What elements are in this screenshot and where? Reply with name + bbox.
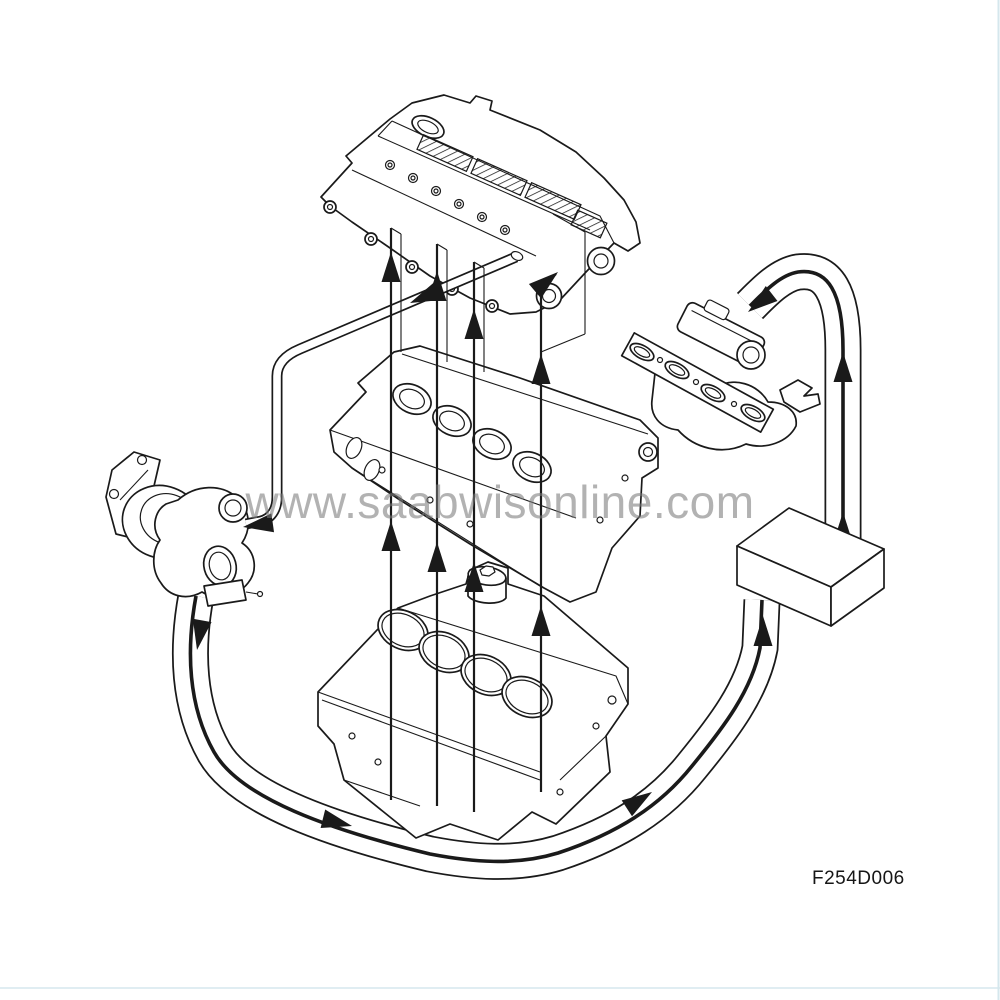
oil-filler-cap — [411, 114, 445, 140]
bracket — [779, 379, 821, 413]
flow-line-3 — [464, 261, 485, 812]
flow-arrow-up-icon — [381, 252, 401, 282]
manifold-ports — [629, 342, 766, 423]
ignition-coil-slots — [416, 133, 608, 239]
watermark: www.saabwisonline.com — [244, 476, 754, 528]
flow-line-2 — [427, 243, 448, 806]
flow-arrow-up-icon — [427, 542, 447, 572]
lower-charge-hose — [171, 592, 781, 880]
wastegate-actuator — [203, 579, 264, 607]
turbocharger — [105, 451, 264, 607]
cam-end-bosses — [535, 246, 616, 310]
loop-charge-hose — [736, 253, 862, 552]
stud-bosses — [384, 159, 511, 236]
throttle-body — [676, 299, 766, 370]
flow-line-1 — [381, 227, 402, 800]
flow-arrow-up-icon — [464, 309, 484, 339]
figure-code: F254D006 — [812, 868, 905, 889]
flow-arrow-up-icon — [531, 354, 551, 384]
valve-cover — [320, 94, 641, 315]
vertical-flow-lines — [381, 213, 586, 812]
crankcase-vent-pipe — [241, 250, 524, 537]
intake-manifold — [620, 299, 821, 451]
intercooler-box — [736, 507, 885, 627]
flow-line-4 — [528, 213, 586, 792]
